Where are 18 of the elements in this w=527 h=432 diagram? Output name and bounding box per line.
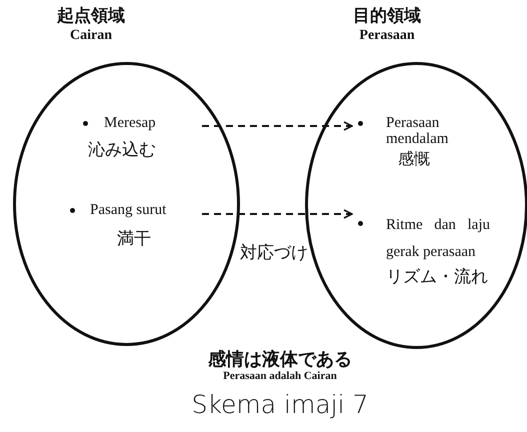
caption: Skema imaji 7 xyxy=(190,391,370,420)
item-text: Meresap xyxy=(104,115,156,132)
dashed-arrow xyxy=(202,121,353,131)
domain-name: Perasaan xyxy=(358,28,416,44)
item-text: Perasaan mendalam xyxy=(386,116,450,148)
japanese-term: リズム・流れ xyxy=(386,267,488,287)
japanese-term: 満干 xyxy=(117,229,151,249)
item-text: Ritme dan laju gerak perasaan xyxy=(386,216,490,262)
dashed-arrow xyxy=(202,209,353,219)
metaphor-translation: Perasaan adalah Cairan xyxy=(222,370,338,383)
domain-heading: 目的領域 xyxy=(352,6,422,26)
item-text: Pasang surut xyxy=(90,202,166,220)
domain-heading: 起点領域 xyxy=(56,6,126,26)
domain-name: Cairan xyxy=(69,28,113,44)
mapping-label: 対応づけ xyxy=(240,243,306,263)
japanese-term: 感慨 xyxy=(398,151,430,170)
japanese-term: 沁み込む xyxy=(88,140,156,160)
metaphor-label: 感情は液体である xyxy=(207,349,353,370)
